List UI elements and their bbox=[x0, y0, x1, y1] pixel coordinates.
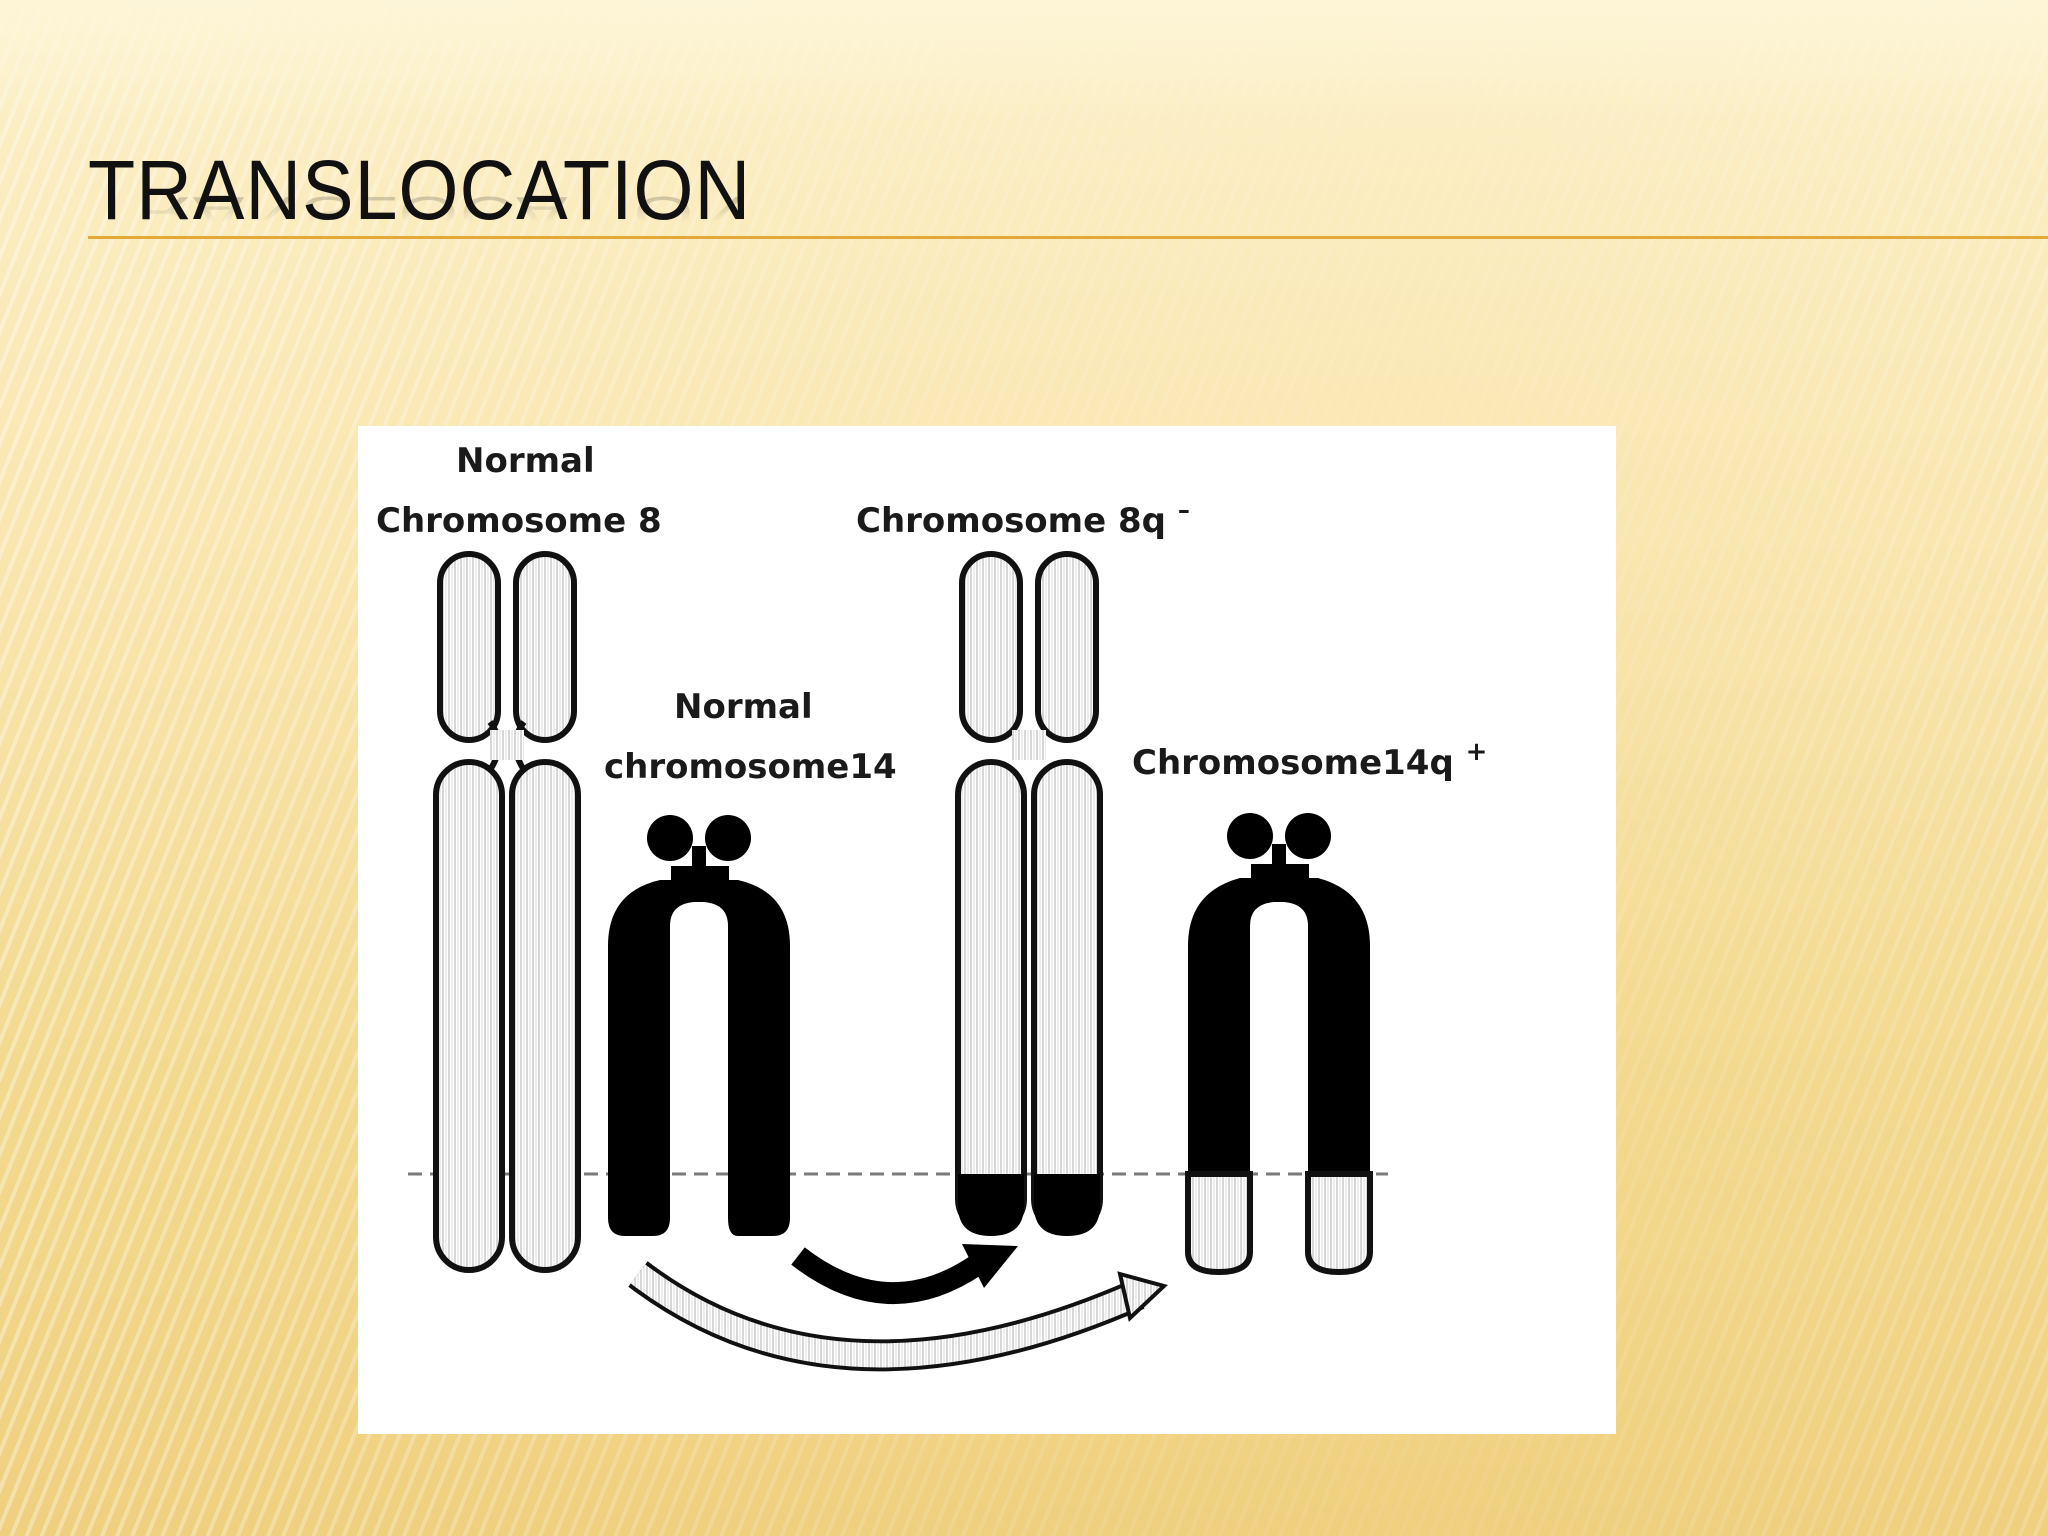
slide-title: TRANSLOCATION bbox=[88, 143, 752, 237]
slide-title-reflection: TRANSLOCATION bbox=[88, 187, 752, 239]
chromosome-14q-plus bbox=[1185, 813, 1373, 1276]
label-chr8q-minus: Chromosome 8q – bbox=[856, 496, 1190, 541]
title-underline bbox=[88, 236, 2048, 239]
normal-chromosome-14 bbox=[608, 815, 790, 1236]
label-normal-chr8-line2: Chromosome 8 bbox=[376, 501, 662, 541]
arrow-8-to-14 bbox=[628, 1261, 1168, 1372]
normal-chromosome-8 bbox=[433, 551, 581, 1273]
background-glow bbox=[0, 0, 2048, 130]
translocation-diagram: Normal Chromosome 8 Chromosome 8q – Norm… bbox=[358, 426, 1616, 1434]
label-normal-chr8-line1: Normal bbox=[456, 441, 595, 481]
label-normal-chr14-line2: chromosome14 bbox=[604, 747, 897, 787]
chromosome-8q-minus bbox=[955, 551, 1103, 1236]
label-normal-chr14-line1: Normal bbox=[674, 687, 813, 727]
label-chr14q-plus: Chromosome14q + bbox=[1132, 737, 1487, 783]
arrow-14-to-8 bbox=[791, 1244, 1018, 1305]
